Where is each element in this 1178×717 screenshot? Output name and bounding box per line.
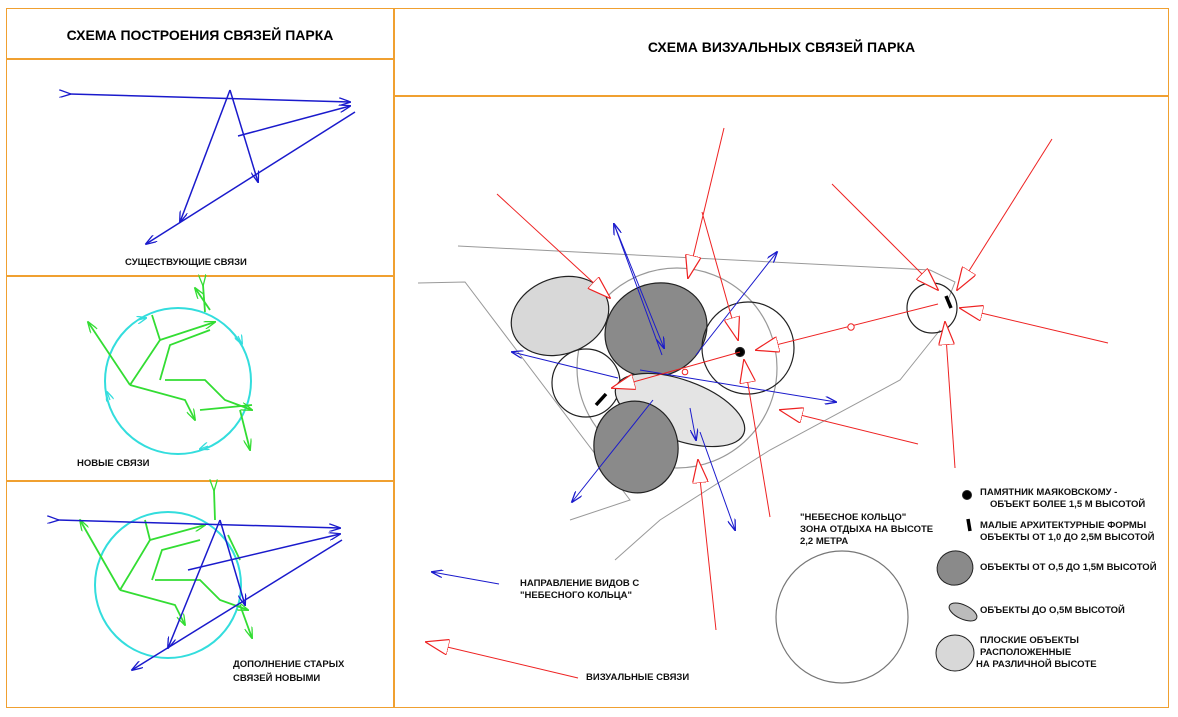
link-arrow bbox=[70, 94, 350, 102]
combined-links-label-1: ДОПОЛНЕНИЕ СТАРЫХ bbox=[233, 659, 345, 670]
visual-links-label: ВИЗУАЛЬНЫЕ СВЯЗИ bbox=[586, 672, 690, 683]
sky-ring-circle bbox=[104, 307, 252, 455]
small-form-marker bbox=[944, 295, 953, 309]
sky-ring-label-1: "НЕБЕСНОЕ КОЛЬЦО" bbox=[800, 512, 907, 523]
visual-link-arrows bbox=[496, 127, 1109, 631]
legend-monument-text-2: ОБЪЕКТ БОЛЕЕ 1,5 М ВЫСОТОЙ bbox=[990, 499, 1146, 510]
legend-flat-text-2: РАСПОЛОЖЕННЫЕ bbox=[980, 647, 1072, 658]
view-direction-arrows bbox=[512, 224, 836, 530]
new-links-graph bbox=[88, 285, 252, 455]
legend-flat-object-icon bbox=[935, 634, 975, 672]
small-form-marker bbox=[594, 392, 608, 407]
legend-flat-text-3: НА РАЗЛИЧНОЙ ВЫСОТЕ bbox=[976, 659, 1097, 670]
park-objects bbox=[510, 267, 958, 684]
right-title: СХЕМА ВИЗУАЛЬНЫХ СВЯЗЕЙ ПАРКА bbox=[647, 39, 916, 55]
legend-flat-text-1: ПЛОСКИЕ ОБЪЕКТЫ bbox=[980, 635, 1079, 646]
link-arrow bbox=[146, 111, 356, 244]
sky-ring-label-3: 2,2 МЕТРА bbox=[800, 536, 849, 547]
link-arrow bbox=[229, 89, 258, 182]
legend-view-arrow bbox=[432, 572, 500, 585]
sky-ring-sample bbox=[775, 550, 909, 684]
legend-monument-icon bbox=[962, 490, 972, 500]
legend-small-forms-text-2: ОБЪЕКТЫ ОТ 1,0 ДО 2,5М ВЫСОТОЙ bbox=[980, 532, 1155, 543]
legend-small-forms-text-1: МАЛЫЕ АРХИТЕКТУРНЫЕ ФОРМЫ bbox=[980, 520, 1147, 531]
legend-small-form-icon bbox=[966, 518, 972, 532]
viewpoint-circle bbox=[701, 301, 795, 395]
combined-links-graph bbox=[58, 490, 343, 670]
left-title-panel bbox=[6, 8, 394, 60]
combined-links-panel bbox=[6, 480, 394, 708]
existing-links-graph bbox=[70, 89, 356, 244]
legend-low-objects-text: ОБЪЕКТЫ ДО О,5М ВЫСОТОЙ bbox=[980, 605, 1125, 616]
mid-object bbox=[604, 282, 708, 378]
legend-visual-arrow bbox=[426, 642, 579, 679]
viewpoint-circle bbox=[551, 348, 621, 418]
legend-mid-objects-text: ОБЪЕКТЫ ОТ О,5 ДО 1,5М ВЫСОТОЙ bbox=[980, 562, 1157, 573]
view-direction-label-1: НАПРАВЛЕНИЕ ВИДОВ С bbox=[520, 578, 640, 589]
right-title-panel bbox=[394, 8, 1169, 97]
existing-links-label: СУЩЕСТВУЮЩИЕ СВЯЗИ bbox=[125, 257, 247, 268]
mid-object bbox=[593, 400, 679, 494]
legend-low-object-icon bbox=[948, 602, 978, 622]
link-arrow bbox=[180, 89, 231, 222]
sky-ring-label-2: ЗОНА ОТДЫХА НА ВЫСОТЕ bbox=[800, 524, 934, 535]
new-links-label: НОВЫЕ СВЯЗИ bbox=[77, 458, 150, 469]
link-arrow bbox=[237, 106, 350, 137]
legend-symbols bbox=[935, 490, 978, 672]
legend-monument-text-1: ПАМЯТНИК МАЯКОВСКОМУ - bbox=[980, 487, 1118, 498]
legend-mid-object-icon bbox=[936, 550, 974, 586]
view-direction-label-2: "НЕБЕСНОГО КОЛЬЦА" bbox=[520, 590, 633, 601]
right-diagram-panel bbox=[394, 95, 1169, 708]
combined-links-label-2: СВЯЗЕЙ НОВЫМИ bbox=[233, 673, 321, 684]
left-title: СХЕМА ПОСТРОЕНИЯ СВЯЗЕЙ ПАРКА bbox=[66, 27, 334, 43]
